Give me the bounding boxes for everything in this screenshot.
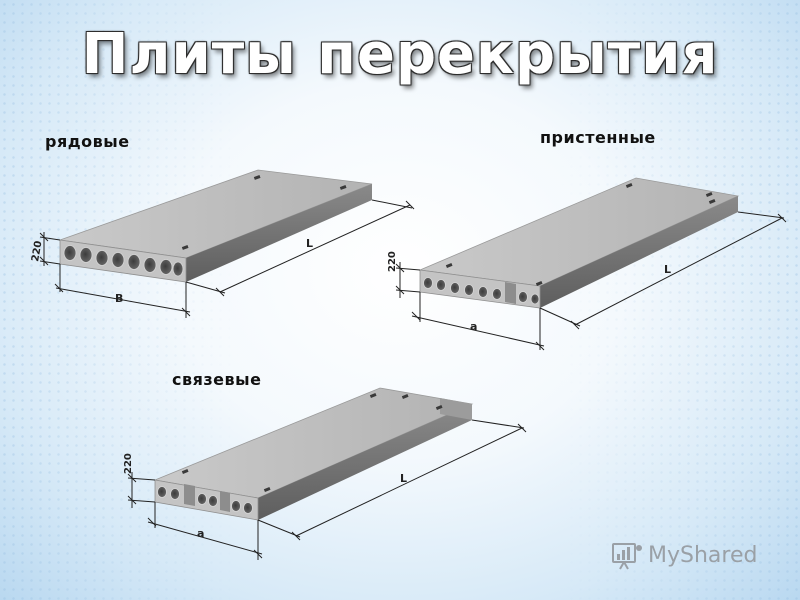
slab-side-face bbox=[186, 184, 372, 282]
dimension-lines bbox=[395, 211, 787, 351]
label-pristennye: пристенные bbox=[540, 128, 656, 147]
lifting-loops bbox=[181, 392, 443, 492]
slab-end-step bbox=[440, 398, 472, 420]
dim-length: L bbox=[400, 472, 407, 485]
slab-notch bbox=[505, 282, 516, 304]
slab-side-face bbox=[540, 196, 738, 308]
dimension-lines bbox=[39, 199, 415, 318]
dim-height: 220 bbox=[123, 453, 134, 474]
slab-notch-right bbox=[220, 491, 230, 512]
lifting-loops bbox=[181, 175, 347, 250]
slab-holes bbox=[157, 486, 253, 514]
slab-holes bbox=[63, 245, 184, 277]
dim-length: L bbox=[664, 263, 671, 276]
dimension-lines bbox=[127, 419, 527, 560]
page-title: Плиты перекрытия bbox=[81, 22, 719, 87]
lifting-loops bbox=[445, 182, 716, 286]
slab-notch-left bbox=[184, 484, 195, 506]
dim-width: B bbox=[115, 292, 123, 305]
logo-text: MyShared bbox=[648, 542, 758, 568]
label-svyazevye: связевые bbox=[172, 370, 262, 389]
dim-height: 220 bbox=[387, 251, 398, 272]
slab-holes bbox=[423, 277, 540, 305]
slab-pristennye: L a 220 bbox=[387, 177, 787, 351]
watermark-logo: MyShared bbox=[610, 538, 757, 572]
dim-width: a bbox=[197, 527, 204, 540]
slab-svyazevye: L a 220 bbox=[123, 387, 527, 560]
label-ryadovye: рядовые bbox=[45, 132, 130, 151]
dim-width: a bbox=[470, 320, 477, 333]
presentation-board-icon bbox=[612, 543, 642, 570]
slab-side-face bbox=[258, 404, 472, 520]
slab-ryadovye: L B 220 bbox=[30, 169, 415, 318]
dim-length: L bbox=[306, 237, 313, 250]
dim-height: 220 bbox=[30, 240, 44, 263]
